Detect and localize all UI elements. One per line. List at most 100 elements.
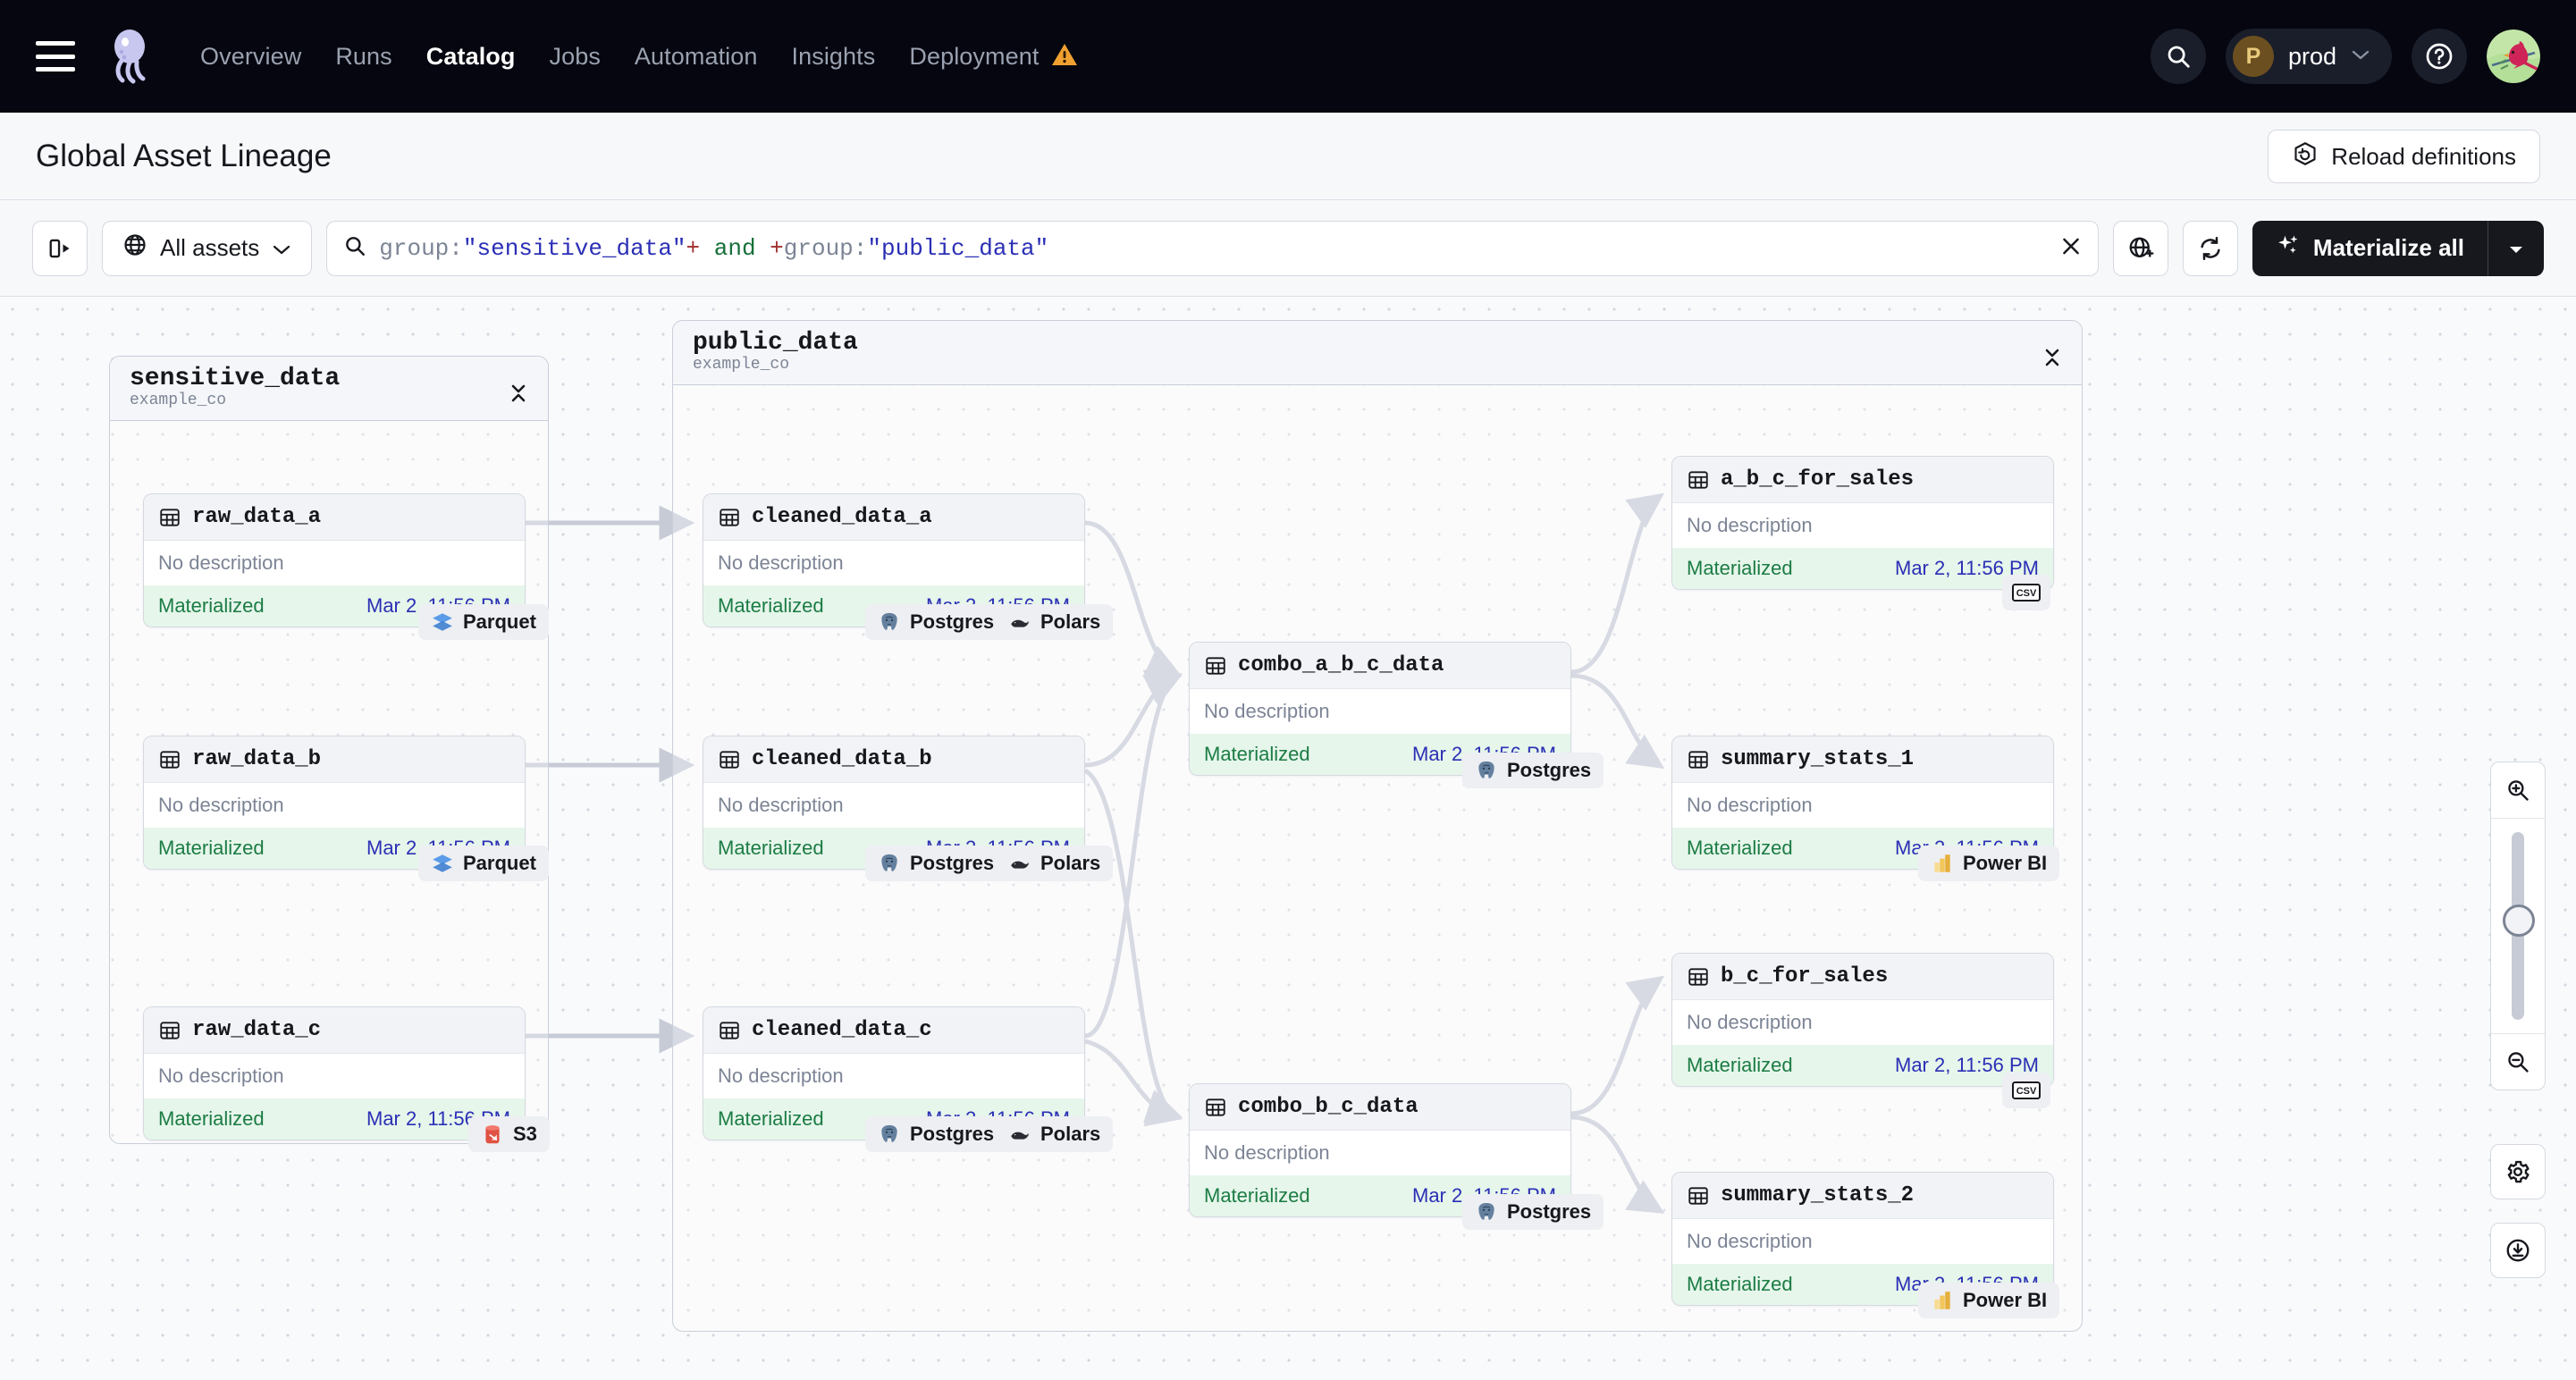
asset-tag-polars[interactable]: Polars	[996, 604, 1114, 640]
asset-node-status-label: Materialized	[1204, 1184, 1310, 1207]
nav-item-catalog[interactable]: Catalog	[425, 42, 516, 70]
asset-group-code-location: example_co	[693, 356, 790, 374]
asset-search-input[interactable]: group:"sensitive_data"+ and +group:"publ…	[326, 220, 2099, 276]
asset-node-description: No description	[144, 783, 525, 828]
asset-node-header: cleaned_data_a	[703, 494, 1084, 541]
asset-tag-csv[interactable]: CSV	[2002, 1073, 2050, 1108]
polars-icon	[1008, 610, 1031, 634]
asset-node-title: raw_data_b	[192, 747, 322, 771]
zoom-slider-thumb[interactable]	[2503, 905, 2535, 937]
collapse-vertical-icon[interactable]	[507, 380, 530, 411]
asset-node-status-label: Materialized	[718, 837, 824, 859]
asset-node-description: No description	[703, 1054, 1084, 1098]
asset-tag-polars[interactable]: Polars	[996, 846, 1114, 881]
nav-item-deployment[interactable]: Deployment	[909, 42, 1078, 72]
asset-tag-postgres[interactable]: Postgres	[865, 604, 1007, 640]
reload-definitions-button[interactable]: Reload definitions	[2268, 130, 2540, 183]
refresh-icon[interactable]	[2182, 220, 2238, 276]
asset-node-description: No description	[1672, 503, 2053, 548]
nav-item-jobs[interactable]: Jobs	[549, 42, 601, 70]
asset-node-status-label: Materialized	[1687, 837, 1793, 859]
asset-tag-label: Parquet	[463, 610, 536, 633]
lineage-toolbar: All assets group:"sensitive_data"+ and +…	[0, 200, 2576, 297]
query-token: :	[853, 234, 868, 262]
fit-to-screen-button[interactable]	[2490, 1223, 2546, 1278]
download-circle-icon	[2506, 1239, 2530, 1262]
asset-node-status-label: Materialized	[1687, 1054, 1793, 1076]
materialize-all-main[interactable]: Materialize all	[2252, 221, 2488, 276]
asset-node-title: combo_b_c_data	[1238, 1095, 1418, 1119]
materialize-dropdown-caret[interactable]	[2488, 221, 2544, 276]
asset-node-header: summary_stats_1	[1672, 736, 2053, 783]
zoom-out-icon[interactable]	[2491, 1034, 2545, 1090]
materialize-all-button[interactable]: Materialize all	[2252, 220, 2544, 276]
csv-icon: CSV	[2011, 581, 2041, 604]
asset-tag-polars[interactable]: Polars	[996, 1116, 1114, 1152]
close-x-icon[interactable]	[2058, 233, 2084, 263]
asset-tag-label: Parquet	[463, 852, 536, 874]
nav-item-insights[interactable]: Insights	[791, 42, 876, 70]
table-icon	[158, 748, 181, 771]
table-icon	[1687, 965, 1710, 989]
asset-node-title: b_c_for_sales	[1721, 964, 1889, 989]
deployment-label: prod	[2287, 42, 2336, 70]
asset-tag-label: Postgres	[1507, 759, 1592, 781]
table-icon	[718, 1019, 741, 1042]
asset-tag-parquet[interactable]: Parquet	[418, 846, 549, 881]
asset-node-description: No description	[1190, 689, 1570, 734]
asset-tag-postgres[interactable]: Postgres	[1462, 1194, 1604, 1230]
asset-node-timestamp[interactable]: Mar 2, 11:56 PM	[1895, 1054, 2039, 1076]
top-navigation-bar: Overview Runs Catalog Jobs Automation In…	[0, 0, 2576, 113]
hamburger-menu-icon[interactable]	[36, 41, 75, 72]
nav-item-runs[interactable]: Runs	[335, 42, 392, 70]
help-circle-icon[interactable]	[2412, 29, 2467, 84]
asset-node-title: cleaned_data_b	[752, 747, 932, 771]
query-token: group	[379, 234, 450, 262]
asset-node-description: No description	[703, 783, 1084, 828]
asset-node-status-label: Materialized	[158, 1107, 265, 1130]
user-avatar-cardinal-bird[interactable]	[2487, 29, 2540, 83]
asset-group-code-location: example_co	[130, 391, 227, 410]
zoom-controls[interactable]	[2490, 762, 2546, 1090]
zoom-divider-bottom	[2491, 1033, 2545, 1034]
zoom-in-icon[interactable]	[2491, 762, 2545, 818]
asset-node-header: combo_a_b_c_data	[1190, 643, 1570, 689]
all-assets-filter-button[interactable]: All assets	[102, 220, 313, 276]
search-icon[interactable]	[2150, 29, 2206, 84]
asset-tag-parquet[interactable]: Parquet	[418, 604, 549, 640]
asset-tag-csv[interactable]: CSV	[2002, 575, 2050, 610]
page-header: Global Asset Lineage Reload definitions	[0, 113, 2576, 200]
collapse-vertical-icon[interactable]	[2041, 344, 2064, 375]
asset-tag-postgres[interactable]: Postgres	[865, 1116, 1007, 1152]
panel-expand-icon[interactable]	[32, 220, 88, 276]
asset-group-name: sensitive_data	[130, 365, 341, 392]
dagster-logo-icon[interactable]	[102, 27, 161, 86]
asset-node-description: No description	[703, 541, 1084, 585]
graph-settings-button[interactable]	[2490, 1144, 2546, 1199]
parquet-icon	[431, 852, 454, 875]
asset-node-title: a_b_c_for_sales	[1721, 467, 1915, 492]
asset-tag-postgres[interactable]: Postgres	[865, 846, 1007, 881]
nav-item-automation[interactable]: Automation	[634, 42, 758, 70]
deployment-selector[interactable]: P prod	[2225, 29, 2392, 84]
collapse-vertical-icon	[2041, 344, 2064, 371]
asset-tag-power-bi[interactable]: Power BI	[1918, 846, 2060, 881]
asset-node-description: No description	[144, 541, 525, 585]
asset-tag-power-bi[interactable]: Power BI	[1918, 1283, 2060, 1318]
asset-tag-postgres[interactable]: Postgres	[1462, 753, 1604, 788]
globe-plus-icon[interactable]	[2112, 220, 2168, 276]
asset-tag-s3[interactable]: S3	[468, 1116, 550, 1152]
asset-node-header: raw_data_a	[144, 494, 525, 541]
nav-item-overview[interactable]: Overview	[200, 42, 302, 70]
zoom-slider[interactable]	[2491, 819, 2545, 1033]
